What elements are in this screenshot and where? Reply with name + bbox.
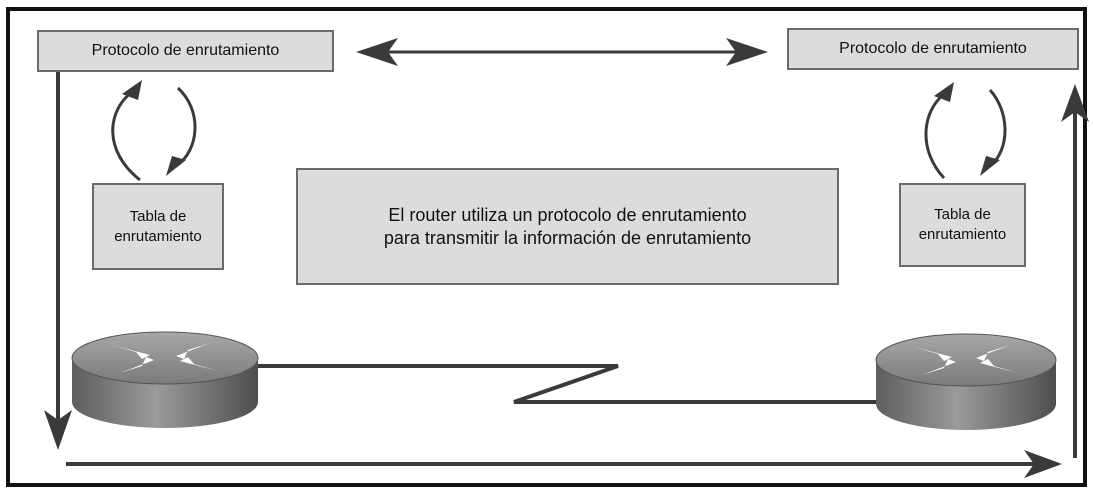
routing-protocol-box-right: Protocolo de enrutamiento: [787, 28, 1079, 70]
right-router: [875, 333, 1057, 430]
left-cycle-arrows: [111, 80, 197, 182]
left-router: [71, 331, 259, 428]
center-message-line2: para transmitir la información de enruta…: [383, 227, 752, 248]
routing-table-label-line2: enrutamiento: [918, 226, 1007, 243]
protocol-exchange-arrow: [356, 38, 768, 66]
router-arrows-icon: [914, 345, 1018, 375]
routing-table-box-right: Tabla de enrutamiento: [899, 183, 1026, 267]
left-down-arrow: [44, 72, 72, 450]
routing-protocol-label: Protocolo de enrutamiento: [91, 42, 280, 59]
right-cycle-arrows: [924, 82, 1007, 180]
routing-table-box-left: Tabla de enrutamiento: [92, 183, 224, 270]
center-message-line1: El router utiliza un protocolo de enruta…: [388, 204, 747, 225]
routing-table-label-line1: Tabla de: [129, 207, 187, 225]
right-up-arrow: [1061, 84, 1089, 458]
serial-link: [252, 364, 880, 404]
routing-protocol-box-left: Protocolo de enrutamiento: [37, 30, 334, 72]
center-message-box: El router utiliza un protocolo de enruta…: [296, 168, 839, 285]
routing-protocol-label: Protocolo de enrutamiento: [839, 40, 1027, 57]
routing-table-label-line2: enrutamiento: [114, 227, 202, 245]
routing-table-label-line1: Tabla de: [934, 206, 991, 223]
outer-frame: [6, 7, 1087, 487]
bottom-right-arrow: [66, 450, 1062, 478]
router-arrows-icon: [112, 343, 218, 373]
